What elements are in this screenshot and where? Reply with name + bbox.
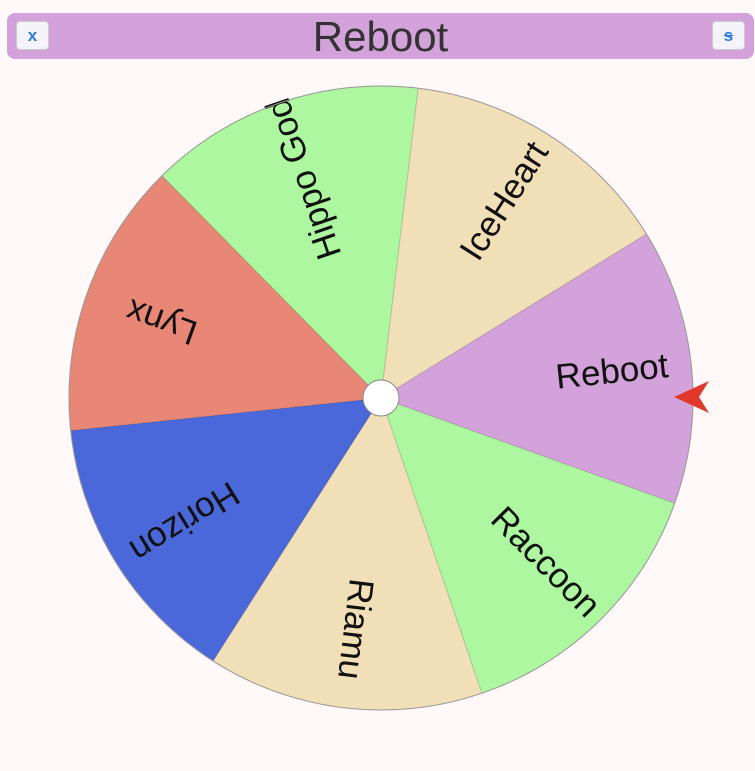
wheel-hub (362, 379, 400, 417)
close-button[interactable]: x (16, 21, 49, 50)
selected-result-title: Reboot (312, 13, 449, 60)
title-bar: x Reboot s (7, 13, 754, 60)
pointer-arrow-icon (674, 381, 709, 413)
mode-toggle-button[interactable]: s (712, 21, 745, 50)
